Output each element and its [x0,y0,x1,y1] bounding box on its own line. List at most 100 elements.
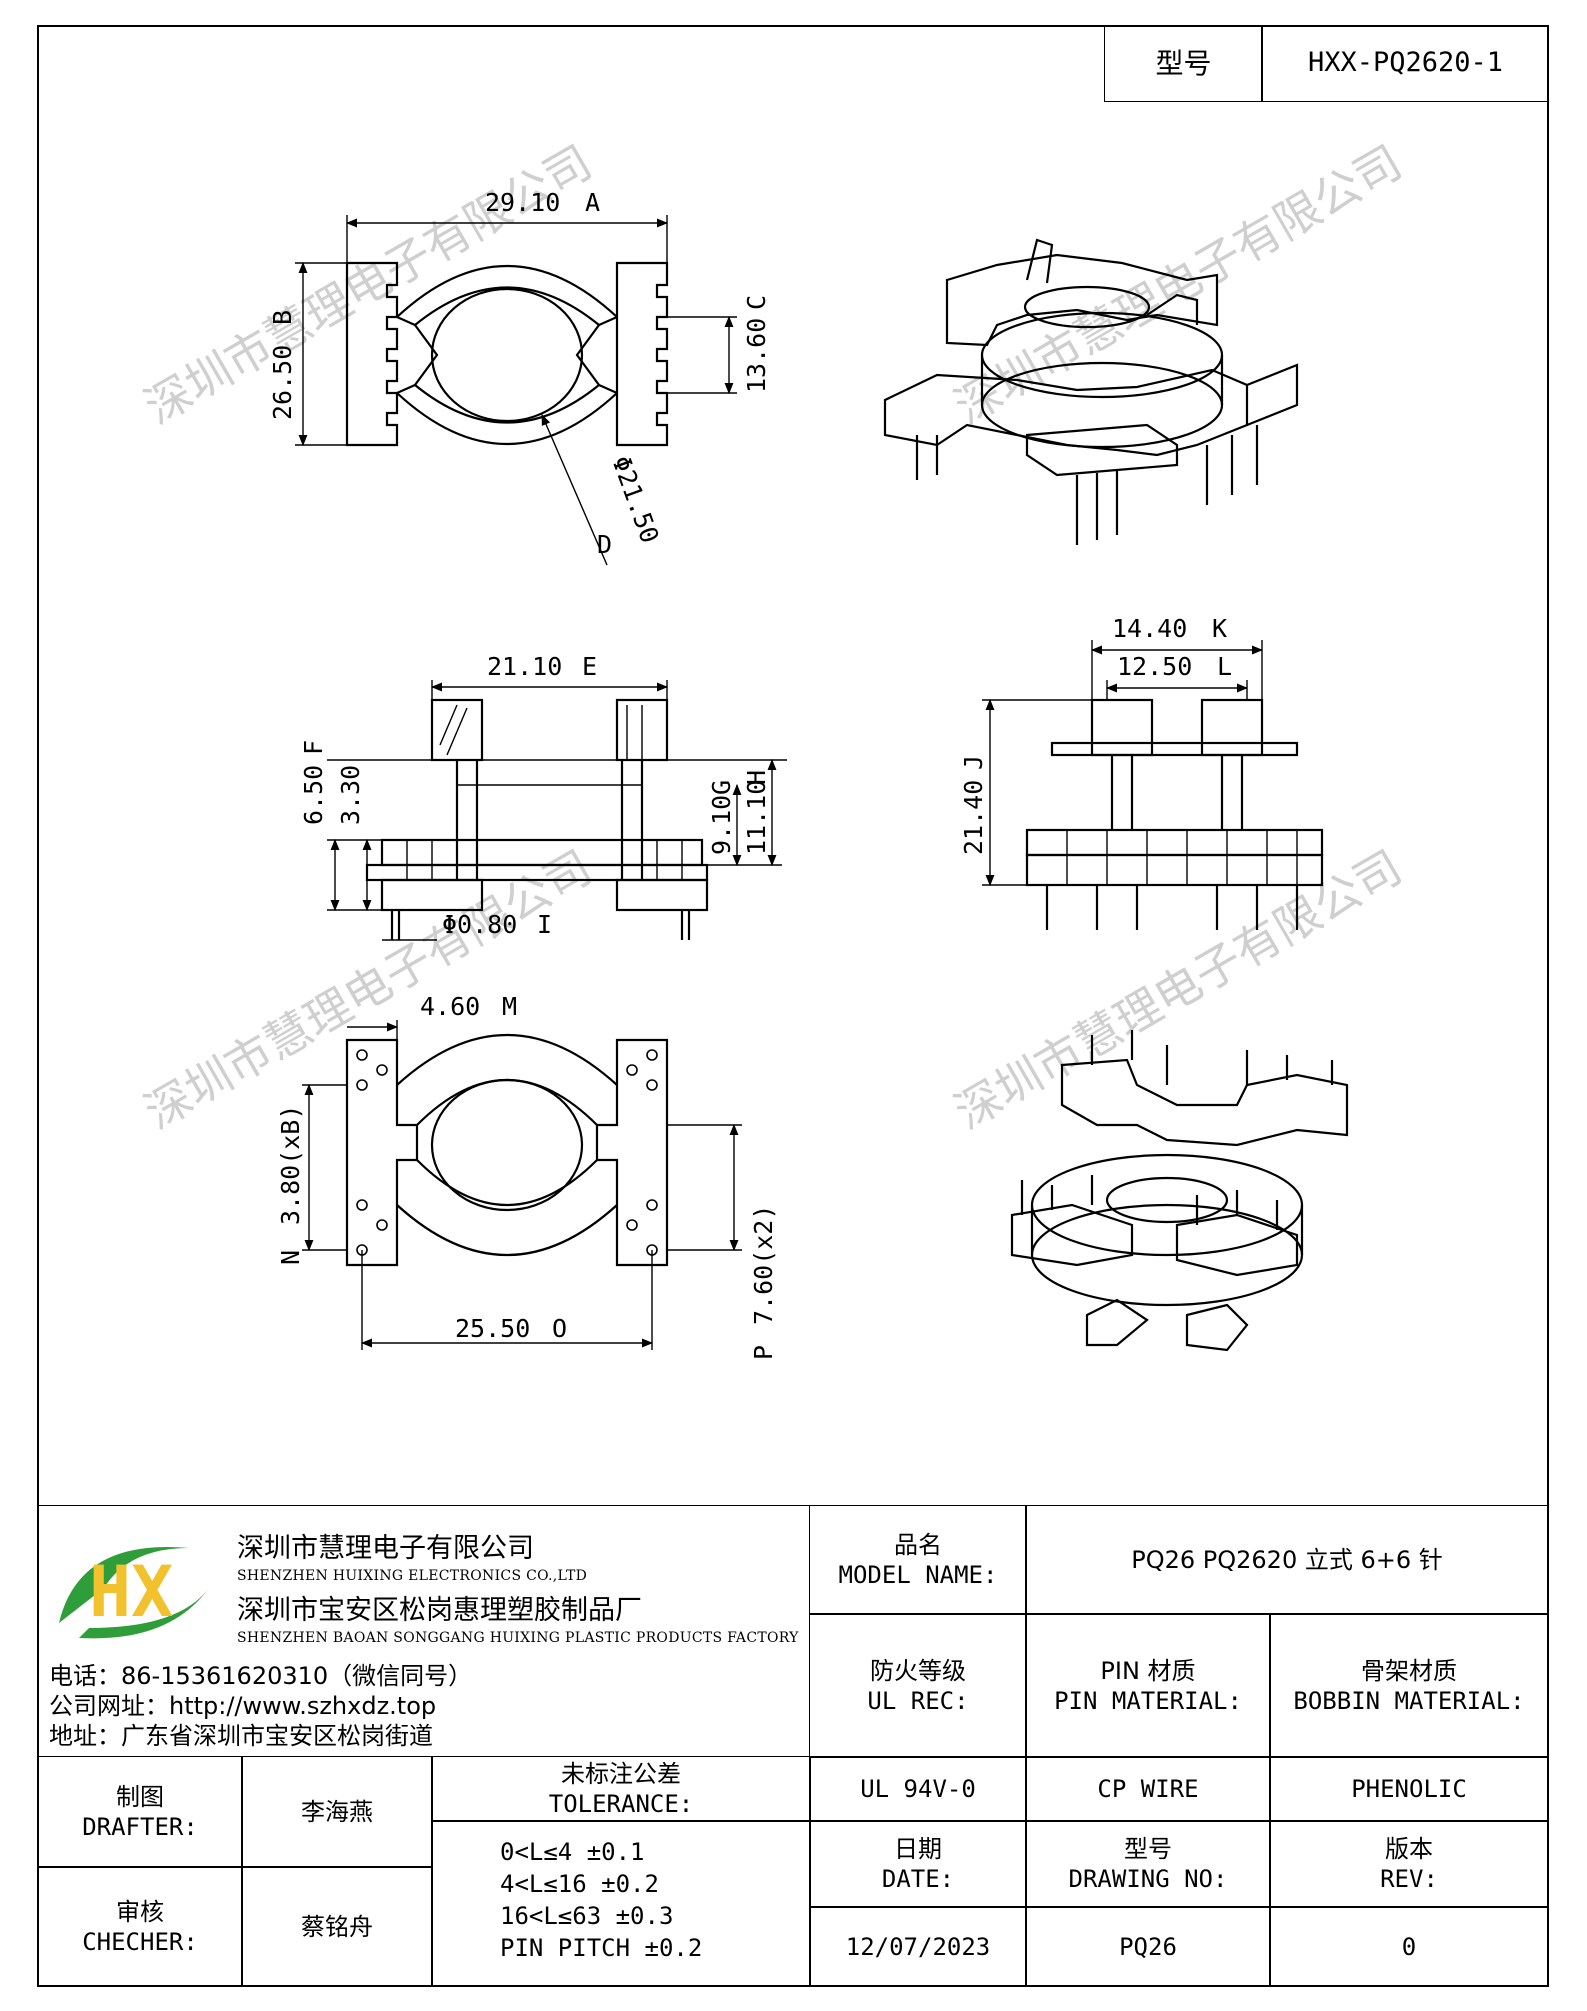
top-view [295,215,737,566]
tolerance-line-4: PIN PITCH ±0.2 [500,1934,703,1962]
rev-cn: 版本 [1385,1835,1433,1863]
model-name-value: PQ26 PQ2620 立式 6+6 针 [1131,1546,1443,1574]
header-model-value-cell: HXX-PQ2620-1 [1261,25,1549,102]
drafter-en: DRAFTER: [82,1813,198,1841]
dim-N-tag: N [276,1250,305,1265]
tolerance-line-3: 16<L≤63 ±0.3 [500,1902,674,1930]
pin-en: PIN MATERIAL: [1054,1686,1242,1715]
tolerance-label-cell: 未标注公差 TOLERANCE: [431,1756,811,1822]
drafter-value: 李海燕 [301,1798,373,1826]
ul-value-cell: UL 94V-0 [809,1756,1027,1822]
date-en: DATE: [881,1865,955,1893]
dim-J-tag: J [959,755,988,770]
header-model-label-cell: 型号 [1104,25,1263,102]
dim-N-value: 3.80(xB) [276,1105,305,1225]
dim-B-tag: B [268,310,297,325]
drawing-en: DRAWING NO: [1068,1865,1228,1893]
company-phone: 电话：86-15361620310（微信同号） [49,1662,473,1690]
checker-value: 蔡铭舟 [301,1912,373,1941]
dim-I-value: Φ0.80 [442,910,517,939]
ul-en: UL REC: [867,1686,969,1715]
company-logo-icon: HX [59,1546,209,1639]
rev-label-cell: 版本 REV: [1269,1820,1549,1908]
dim-G-tag: G [707,780,736,795]
ul-value: UL 94V-0 [860,1775,976,1803]
dim-E-value: 21.10 [487,652,562,681]
pin-material-label-cell: PIN 材质 PIN MATERIAL: [1025,1613,1271,1758]
model-name-en: MODEL NAME: [838,1561,998,1589]
tolerance-cn: 未标注公差 [561,1760,681,1788]
rev-value: 0 [1401,1932,1417,1961]
watermark-2: 深圳市慧理电子有限公司 [946,135,1411,435]
isometric-view-bottom [1010,1030,1349,1352]
isometric-view-top [883,238,1299,545]
watermark-1: 深圳市慧理电子有限公司 [136,135,601,435]
rev-en: REV: [1380,1865,1438,1893]
drawing-no-label-cell: 型号 DRAWING NO: [1025,1820,1271,1908]
dim-H-value: 11.10 [742,780,771,855]
pin-cn: PIN 材质 [1100,1656,1196,1685]
date-value: 12/07/2023 [845,1932,991,1961]
tolerance-values-cell [431,1820,811,1987]
ul-cn: 防火等级 [870,1656,966,1685]
company-name-en-1: SHENZHEN HUIXING ELECTRONICS CO.,LTD [237,1568,588,1584]
dim-O-value: 25.50 [455,1314,530,1343]
drafter-cn: 制图 [116,1783,164,1811]
dim-D-tag: D [597,530,612,559]
checker-cn: 审核 [116,1897,164,1926]
header-model-label: 型号 [1155,46,1212,80]
dim-G-value: 9.10 [707,795,736,855]
dim-P-value: 7.60(x2) [749,1205,778,1325]
tolerance-en: TOLERANCE: [548,1790,694,1818]
dim-E-tag: E [582,652,597,681]
company-name-en-2: SHENZHEN BAOAN SONGGANG HUIXING PLASTIC … [237,1630,799,1646]
dim-L-value: 12.50 [1117,652,1192,681]
company-website: 公司网址：http://www.szhxdz.top [49,1692,437,1720]
model-name-cn: 品名 [894,1531,942,1559]
checker-value-cell: 蔡铭舟 [241,1866,433,1987]
drafter-label-cell: 制图 DRAFTER: [37,1756,243,1868]
company-name-cn-1: 深圳市慧理电子有限公司 [237,1533,534,1564]
rev-value-cell: 0 [1269,1906,1549,1987]
header-model-value: HXX-PQ2620-1 [1307,47,1504,79]
dim-P-tag: P [749,1345,778,1360]
checker-en: CHECHER: [82,1927,198,1956]
dim-B-value: 26.50 [268,345,297,420]
bobbin-material-label-cell: 骨架材质 BOBBIN MATERIAL: [1269,1613,1549,1758]
dim-J-value: 21.40 [959,780,988,855]
tolerance-line-2: 4<L≤16 ±0.2 [500,1870,659,1898]
company-address: 地址：广东省深圳市宝安区松岗街道 [49,1722,433,1750]
dim-A-tag: A [585,188,600,217]
pin-material-value-cell: CP WIRE [1025,1756,1271,1822]
tolerance-line-1: 0<L≤4 ±0.1 [500,1838,645,1866]
dim-A-value: 29.10 [485,188,560,217]
model-name-value-cell: PQ26 PQ2620 立式 6+6 针 [1025,1505,1549,1615]
dim-D-value: Φ21.50 [606,452,664,547]
dim-L-tag: L [1217,652,1232,681]
dim-M-tag: M [502,992,517,1021]
bobbin-cn: 骨架材质 [1361,1656,1457,1685]
logo-text: HX [89,1551,173,1633]
drawing-no-value-cell: PQ26 [1025,1906,1271,1987]
company-area: HX 深圳市慧理电子有限公司 SHENZHEN HUIXING ELECTRON… [37,1505,810,1755]
model-name-label-cell: 品名 MODEL NAME: [809,1505,1027,1615]
watermark-3: 深圳市慧理电子有限公司 [136,840,601,1140]
date-label-cell: 日期 DATE: [809,1820,1027,1908]
bobbin-en: BOBBIN MATERIAL: [1293,1686,1525,1715]
ul-label-cell: 防火等级 UL REC: [809,1613,1027,1758]
dim-F2-value: 3.30 [336,765,365,825]
dim-C-tag: C [742,295,771,310]
drafter-value-cell: 李海燕 [241,1756,433,1868]
bobbin-material-value-cell: PHENOLIC [1269,1756,1549,1822]
dim-K-value: 14.40 [1112,614,1187,643]
dim-I-tag: I [537,910,552,939]
dim-F-tag: F [299,740,328,755]
front-view [327,680,787,941]
drawing-value: PQ26 [1119,1932,1177,1961]
dim-K-tag: K [1212,614,1227,643]
checker-label-cell: 审核 CHECHER: [37,1866,243,1987]
dim-H-tag: H [742,770,771,785]
pin-value: CP WIRE [1097,1775,1199,1803]
date-cn: 日期 [894,1835,942,1863]
side-view [982,640,1324,930]
